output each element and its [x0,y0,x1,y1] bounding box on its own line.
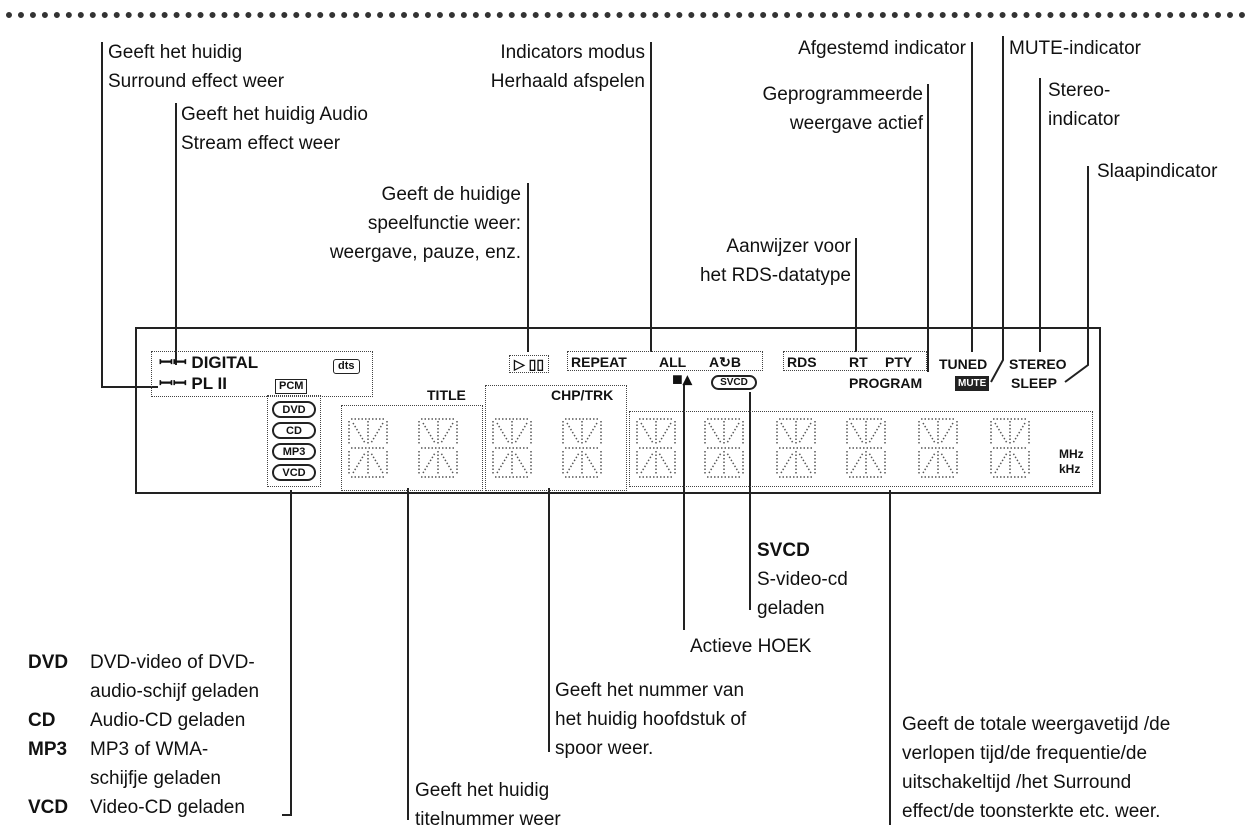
label-svcd-title: SVCD [757,540,810,561]
disc-dvd: DVD [272,401,316,418]
segment-digit [990,418,1030,478]
label-sleep: Slaapindicator [1097,161,1218,182]
dolby-digital-indicator: ꟷꟷ DIGITAL [159,353,259,372]
dolby-icon: ꟷꟷ [159,353,187,372]
all-indicator: ALL [659,354,687,370]
title-box [341,405,483,491]
segment-digit [918,418,958,478]
dolby-icon: ꟷꟷ [159,374,187,393]
key-mp3-cont: schijfje geladen [90,768,221,789]
tuned-indicator: TUNED [939,356,988,372]
stereo-indicator: STEREO [1009,356,1067,372]
audio-stream-box [151,351,373,397]
repeat-box [567,351,763,371]
segment-digit [492,418,532,478]
title-indicator: TITLE [427,387,466,403]
mhz-indicator: MHz [1059,447,1084,461]
chp-trk-indicator: CHP/TRK [551,387,614,403]
disc-mp3: MP3 [272,443,316,460]
repeat-indicator: REPEAT [571,354,627,370]
pty-indicator: PTY [885,354,913,370]
label-stereo: Stereo-indicator [1048,80,1120,130]
play-pause-indicator: ▷ ▯▯ [509,355,550,373]
label-mute: MUTE-indicator [1009,38,1141,59]
key-dvd-cont: audio-schijf geladen [90,681,260,702]
program-indicator: PROGRAM [849,375,923,391]
label-tuned: Afgestemd indicator [798,38,966,59]
mute-indicator: MUTE [955,376,990,391]
leader-sleep [1064,166,1089,383]
svcd-indicator: SVCD [711,375,757,390]
display-panel: ꟷꟷ DIGITAL ꟷꟷ PL II dts PCM DVD CD MP3 V… [135,327,1101,494]
segment-digit [704,418,744,478]
segment-digit [562,418,602,478]
ab-indicator: A↻B [709,354,741,370]
label-angle: Actieve HOEK [690,636,812,657]
dts-indicator: dts [333,359,360,374]
pcm-indicator: PCM [275,379,308,394]
pl2-indicator: ꟷꟷ PL II [159,374,228,393]
disc-type-box [267,395,321,487]
segment-digit [846,418,886,478]
khz-indicator: kHz [1059,462,1081,476]
disc-vcd: VCD [272,464,316,481]
time-frequency-box [629,411,1093,487]
rt-indicator: RT [849,354,868,370]
angle-icon: ■▴ [672,369,692,389]
leader-disc [282,490,292,816]
rds-box [783,351,927,371]
leader-surround [101,42,158,388]
disc-cd: CD [272,422,316,439]
sleep-indicator: SLEEP [1011,375,1057,391]
segment-digit [348,418,388,478]
top-dotted-rule [6,12,1246,18]
leader-mute [990,36,1004,383]
segment-digit [776,418,816,478]
segment-digit [418,418,458,478]
segment-digit [636,418,676,478]
chapter-box [485,385,627,491]
rds-indicator: RDS [787,354,817,370]
